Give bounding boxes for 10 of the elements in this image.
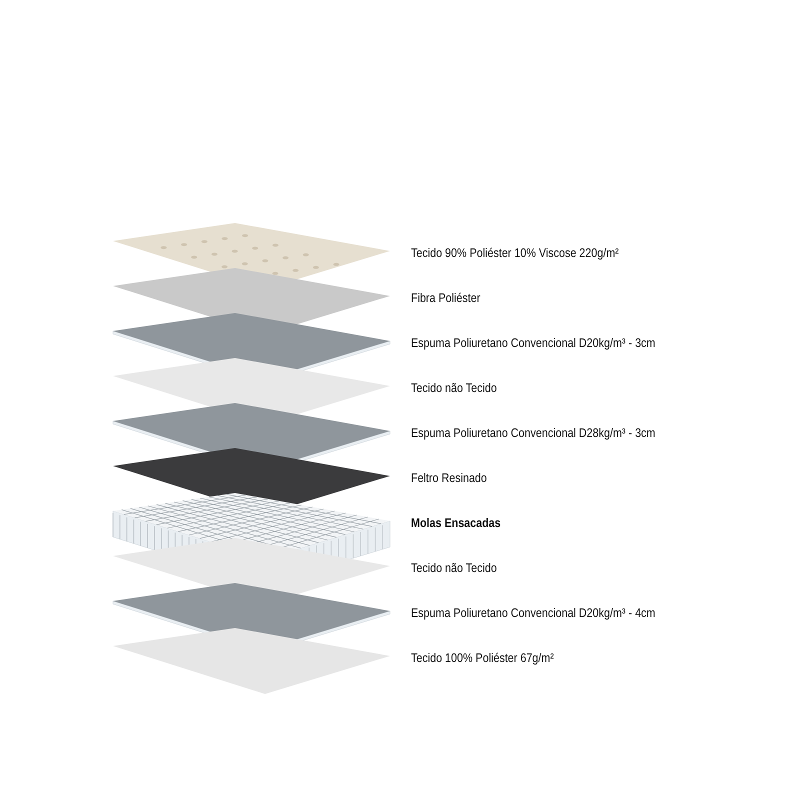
layer-label: Molas Ensacadas bbox=[411, 515, 501, 531]
layer-label: Espuma Poliuretano Convencional D28kg/m³ - 3cm bbox=[411, 425, 656, 441]
layer-label: Tecido 100% Poliéster 67g/m² bbox=[411, 650, 554, 666]
layer-label: Fibra Poliéster bbox=[411, 290, 480, 306]
layer-label: Espuma Poliuretano Convencional D20kg/m³ - 3cm bbox=[411, 335, 656, 351]
layer-label: Feltro Resinado bbox=[411, 470, 487, 486]
layer-label: Tecido não Tecido bbox=[411, 380, 497, 396]
layer-label: Espuma Poliuretano Convencional D20kg/m³ - 4cm bbox=[411, 605, 656, 621]
layer-label: Tecido não Tecido bbox=[411, 560, 497, 576]
layer-label: Tecido 90% Poliéster 10% Viscose 220g/m² bbox=[411, 245, 619, 261]
